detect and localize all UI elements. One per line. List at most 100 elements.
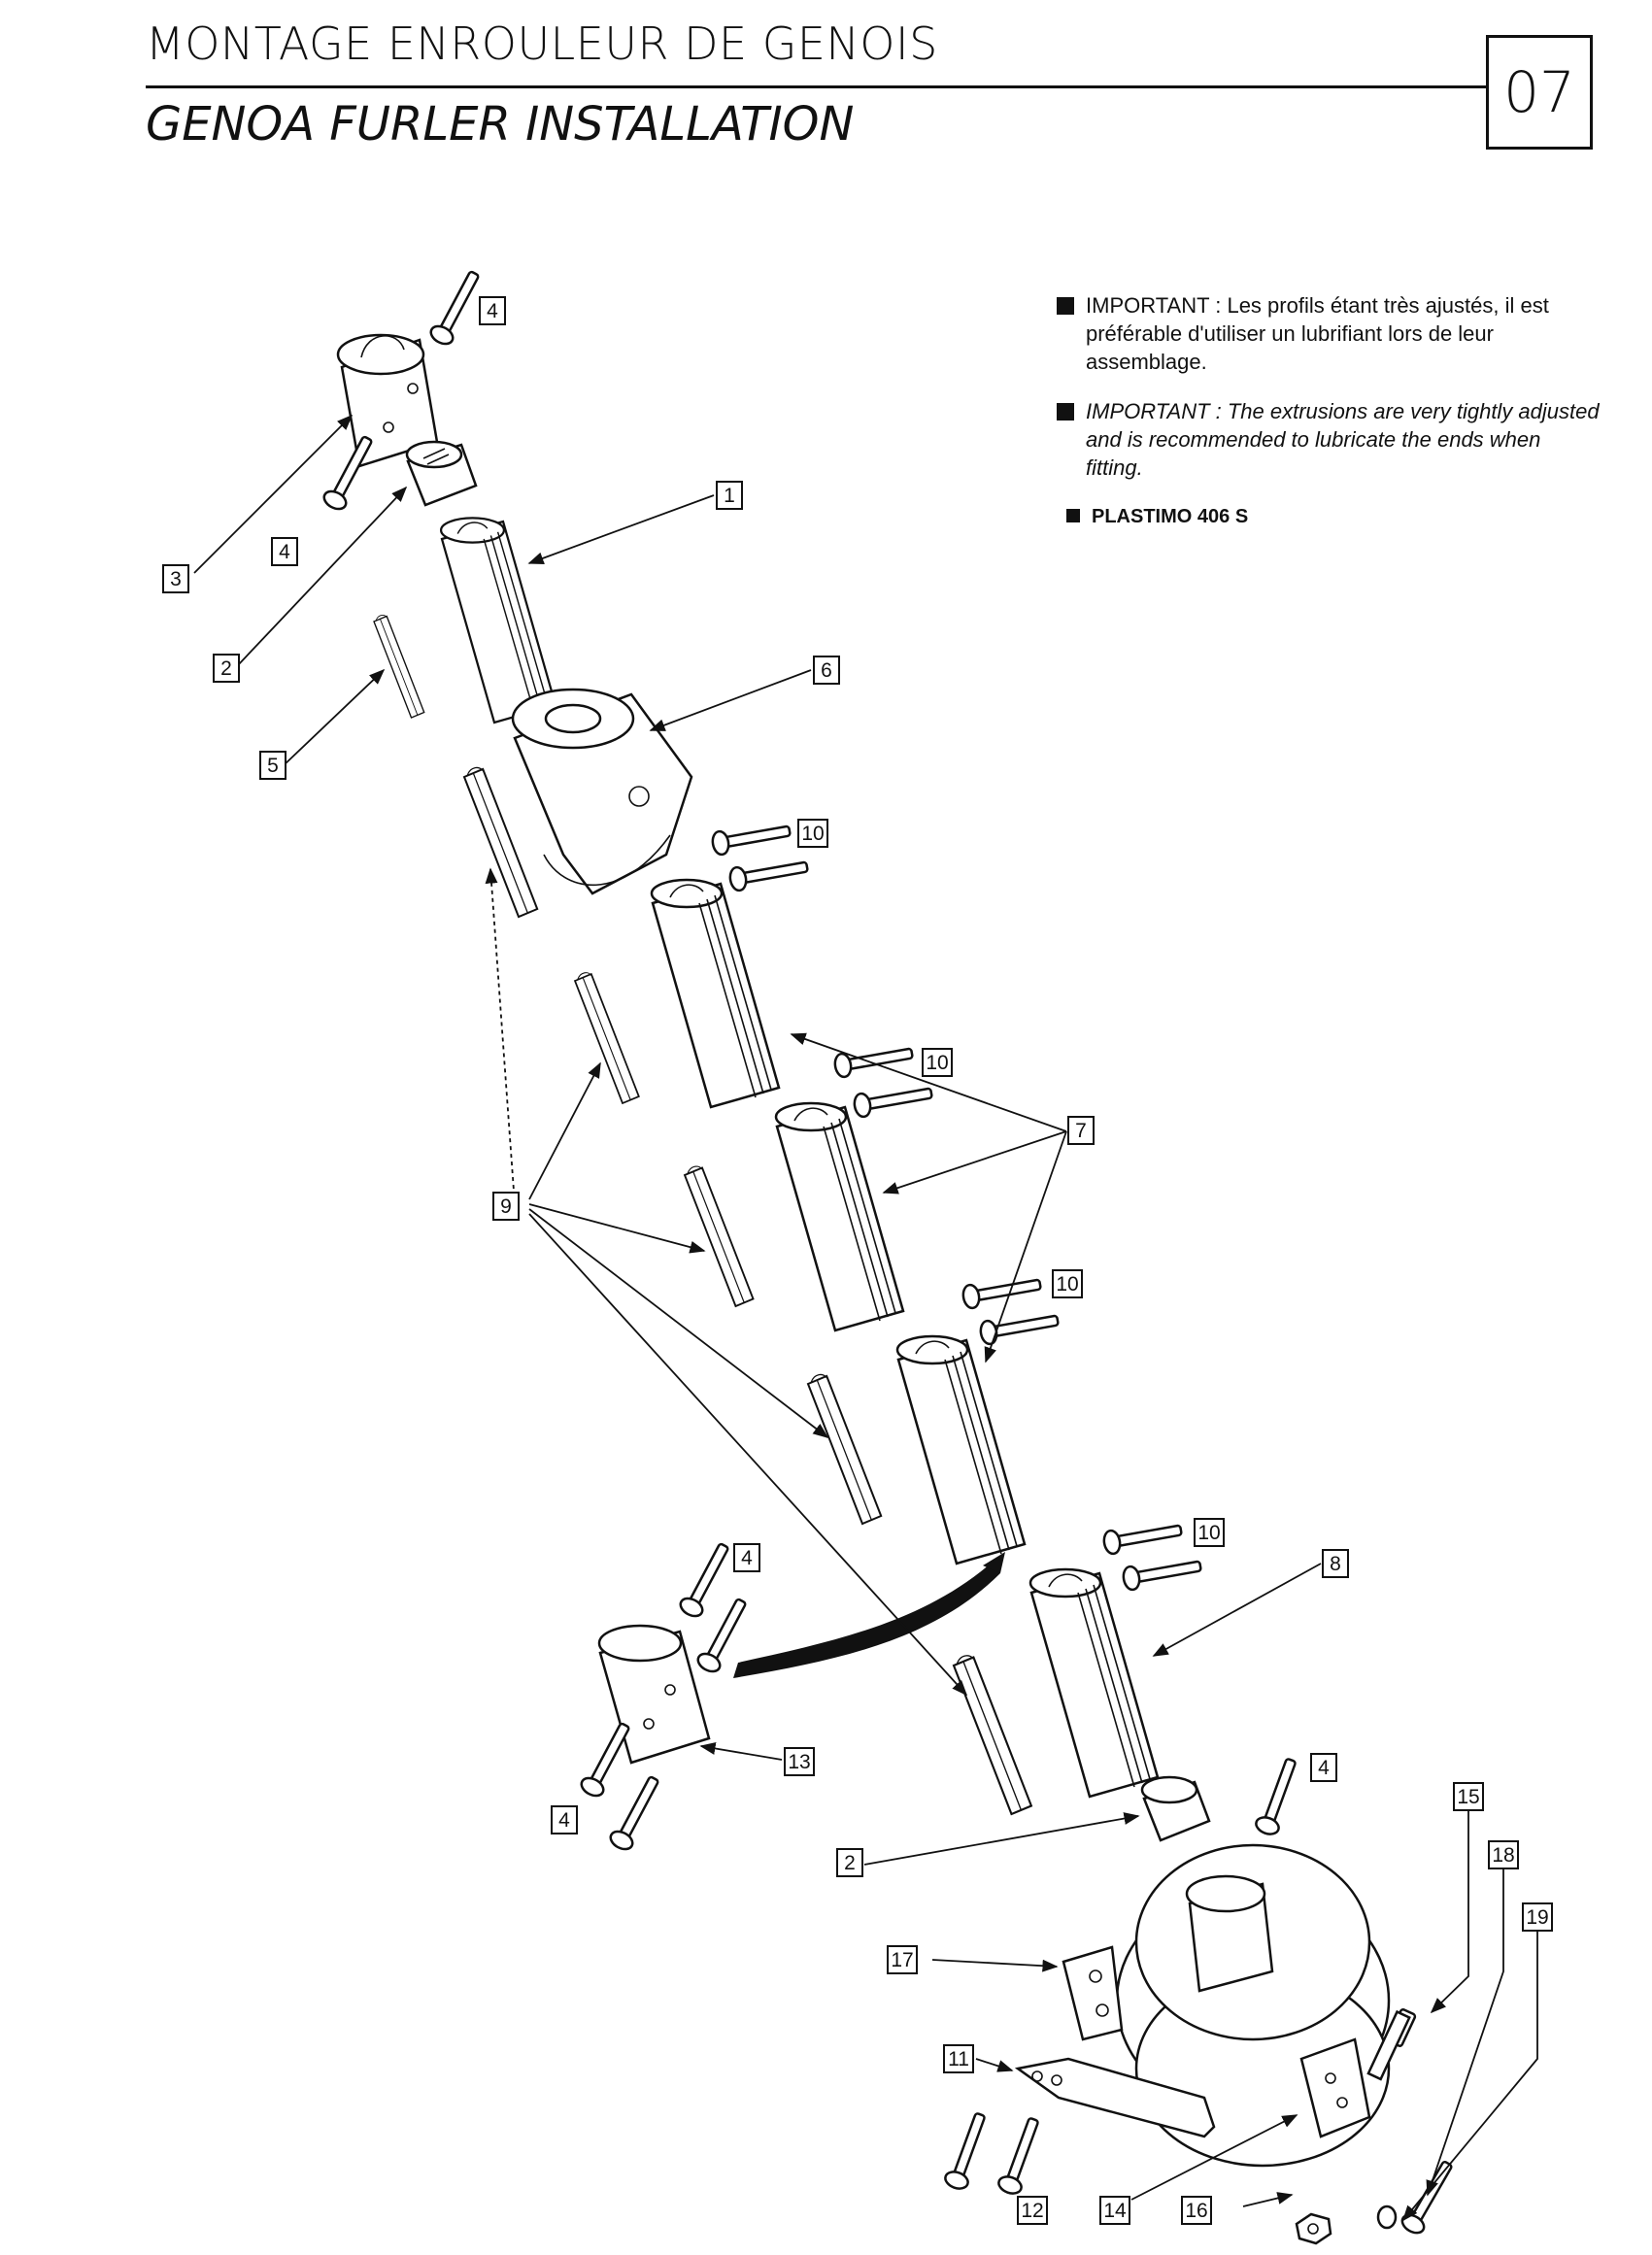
svg-text:8: 8 [1330, 1553, 1341, 1575]
svg-text:2: 2 [844, 1852, 856, 1874]
callout-15: 15 [1453, 1782, 1484, 1811]
feeder-6 [511, 688, 693, 895]
tack-shackle-17 [1062, 1945, 1124, 2041]
drum-14 [1115, 1843, 1391, 2168]
callout-9: 9 [492, 1192, 520, 1221]
top-swivel-cap [336, 333, 439, 468]
svg-text:11: 11 [948, 2048, 969, 2070]
rivet-10h [1120, 1553, 1204, 1593]
rivet-10b [726, 854, 811, 893]
rivet-12b [995, 2113, 1047, 2198]
nut-insert-bottom [1140, 1775, 1211, 1842]
rivet-13c [577, 1718, 637, 1801]
callout-2-bottom: 2 [836, 1848, 863, 1877]
callout-8: 8 [1322, 1549, 1349, 1578]
rivet-10a [709, 818, 793, 858]
callout-4-adapter-top: 4 [733, 1543, 760, 1572]
callout-10-a: 10 [797, 819, 828, 848]
note-french: IMPORTANT : Les profils étant très ajust… [1057, 291, 1601, 376]
callout-11: 11 [943, 2044, 974, 2073]
callout-3: 3 [162, 564, 189, 593]
leader-lines [193, 414, 1538, 2222]
callout-4-drum: 4 [1310, 1753, 1337, 1782]
svg-text:19: 19 [1526, 1906, 1548, 1929]
svg-text:12: 12 [1021, 2200, 1043, 2222]
header-rule [146, 85, 1486, 88]
callout-14: 14 [1099, 2196, 1130, 2225]
square-bullet-icon [1066, 509, 1080, 522]
square-bullet-icon [1057, 403, 1074, 421]
rivet-13a [676, 1538, 736, 1621]
note-text: IMPORTANT : Les profils étant très ajust… [1086, 293, 1549, 374]
svg-text:10: 10 [1056, 1273, 1078, 1296]
callout-4-top: 4 [479, 296, 506, 325]
nut-16 [1295, 2212, 1332, 2245]
svg-text:5: 5 [267, 755, 279, 777]
assembly-arrow [733, 1564, 1000, 1678]
clevis-pin-18 [1398, 2156, 1460, 2238]
rivet-10f [977, 1307, 1062, 1347]
rivet-10g [1100, 1517, 1185, 1557]
extrusion-7b [774, 1101, 905, 1332]
svg-text:4: 4 [487, 300, 498, 322]
joiner-9b [574, 971, 640, 1104]
rivet-10d [851, 1080, 935, 1120]
svg-text:16: 16 [1185, 2200, 1207, 2222]
svg-text:3: 3 [170, 568, 182, 590]
svg-text:15: 15 [1457, 1786, 1479, 1808]
callout-16: 16 [1181, 2196, 1212, 2225]
extrusion-7c [895, 1334, 1027, 1565]
rivet-cap [320, 431, 380, 514]
callout-10-b: 10 [922, 1048, 953, 1077]
callout-1: 1 [716, 481, 743, 510]
joiner-5 [373, 614, 425, 719]
svg-text:1: 1 [724, 485, 735, 507]
notes-panel: IMPORTANT : Les profils étant très ajust… [1057, 291, 1601, 553]
svg-text:4: 4 [279, 541, 290, 563]
callout-4-adapter-bottom: 4 [551, 1805, 578, 1834]
callout-4-cap: 4 [271, 537, 298, 566]
joiner-9d [806, 1373, 883, 1526]
note-english: IMPORTANT : The extrusions are very tigh… [1057, 397, 1601, 482]
rivet-12a [941, 2108, 994, 2193]
rivet-13d [606, 1771, 666, 1854]
callout-17: 17 [887, 1945, 918, 1974]
extrusion-8 [1028, 1567, 1160, 1799]
note-text: IMPORTANT : The extrusions are very tigh… [1086, 399, 1600, 480]
square-bullet-icon [1057, 297, 1074, 315]
link-plate-11 [1014, 2057, 1216, 2138]
callout-18: 18 [1488, 1840, 1519, 1869]
callout-6: 6 [813, 656, 840, 685]
extrusion-7a [650, 878, 781, 1109]
svg-text:4: 4 [558, 1809, 570, 1832]
bolt-15 [1366, 2008, 1417, 2081]
svg-text:10: 10 [1197, 1522, 1220, 1544]
svg-text:4: 4 [1318, 1757, 1330, 1779]
svg-text:4: 4 [741, 1547, 753, 1569]
callout-7: 7 [1067, 1116, 1095, 1145]
callout-12: 12 [1017, 2196, 1048, 2225]
svg-text:17: 17 [891, 1949, 913, 1971]
callout-10-c: 10 [1052, 1269, 1083, 1298]
svg-text:13: 13 [788, 1751, 810, 1773]
callout-2-top: 2 [213, 654, 240, 683]
note-text: PLASTIMO 406 S [1092, 506, 1249, 527]
joiner-9e [952, 1654, 1032, 1816]
joiner-9a [462, 766, 539, 919]
svg-text:10: 10 [926, 1052, 948, 1074]
assembly-arrow-head [983, 1552, 1005, 1573]
note-product: PLASTIMO 406 S [1057, 503, 1601, 531]
svg-text:6: 6 [821, 659, 832, 682]
callout-13: 13 [784, 1747, 815, 1776]
extrusion-1 [439, 517, 557, 724]
joiner-9c [684, 1165, 755, 1307]
title-english: GENOA FURLER INSTALLATION [146, 97, 855, 151]
rivet-drum [1252, 1754, 1304, 1838]
svg-text:2: 2 [220, 657, 232, 680]
nut-insert-top [405, 440, 478, 507]
page-number: 07 [1486, 35, 1593, 150]
callout-5: 5 [259, 751, 287, 780]
svg-text:10: 10 [801, 823, 824, 845]
svg-text:9: 9 [500, 1195, 512, 1218]
